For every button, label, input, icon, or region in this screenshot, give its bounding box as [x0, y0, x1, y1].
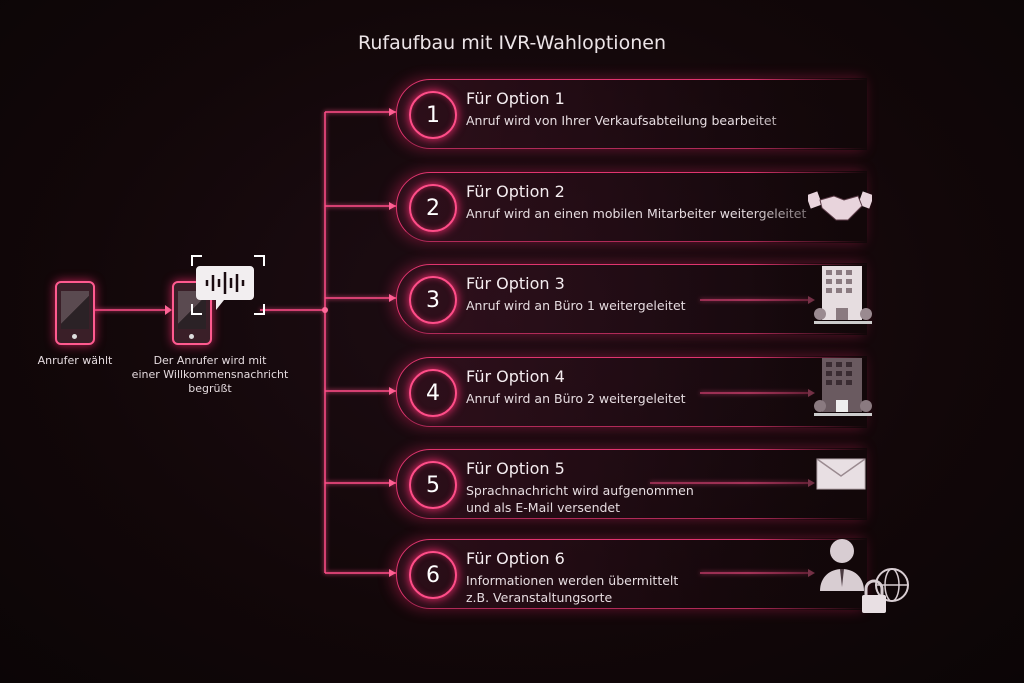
caller-label: Anrufer wählt: [37, 354, 113, 367]
option-description: Anruf wird an Büro 1 weitergeleitet: [466, 297, 686, 314]
option-description: Anruf wird von Ihrer Verkaufsabteilung b…: [466, 112, 776, 129]
option-title: Für Option 2: [466, 182, 565, 201]
option-card-4: 4 Für Option 4 Anruf wird an Büro 2 weit…: [396, 356, 867, 428]
handshake-icon: [808, 191, 872, 221]
option-description-line: Anruf wird an einen mobilen Mitarbeiter …: [466, 206, 807, 221]
option-card-1: 1 Für Option 1 Anruf wird von Ihrer Verk…: [396, 78, 867, 150]
option-number-badge: 5: [409, 461, 457, 509]
option-number-badge: 2: [409, 184, 457, 232]
voice-message-icon: [191, 255, 265, 315]
option-card-6: 6 Für Option 6 Informationen werden über…: [396, 538, 867, 610]
office-building-icon: [814, 358, 872, 416]
option-number-badge: 4: [409, 369, 457, 417]
option-description-line: Anruf wird von Ihrer Verkaufsabteilung b…: [466, 113, 777, 128]
option-number-badge: 3: [409, 276, 457, 324]
greeting-label-line: Der Anrufer wird mit: [153, 354, 267, 367]
option-description: Anruf wird an einen mobilen Mitarbeiter …: [466, 205, 806, 222]
option-description-line: und als E-Mail versendet: [466, 500, 621, 515]
greeting-label-line: begrüßt: [188, 382, 232, 395]
option-title: Für Option 6: [466, 549, 565, 568]
option-title: Für Option 1: [466, 89, 565, 108]
option-description: Sprachnachricht wird aufgenommen und als …: [466, 482, 694, 516]
person-globe-lock-icon: [820, 539, 909, 613]
greeting-label: Der Anrufer wird mit einer Willkommensna…: [125, 354, 295, 396]
option-title: Für Option 5: [466, 459, 565, 478]
option-description-line: Anruf wird an Büro 1 weitergeleitet: [466, 298, 686, 313]
option-description-line: Sprachnachricht wird aufgenommen: [466, 483, 694, 498]
option-description-line: Informationen werden übermittelt: [466, 573, 679, 588]
option-number-badge: 6: [409, 551, 457, 599]
page-title: Rufaufbau mit IVR-Wahloptionen: [358, 32, 666, 54]
option-description-line: Anruf wird an Büro 2 weitergeleitet: [466, 391, 686, 406]
greeting-label-line: einer Willkommensnachricht: [131, 368, 289, 381]
option-title: Für Option 3: [466, 274, 565, 293]
envelope-icon: [816, 458, 866, 490]
option-description: Informationen werden übermittelt z.B. Ver…: [466, 572, 678, 606]
caller-phone-icon: [55, 281, 95, 345]
option-title: Für Option 4: [466, 367, 565, 386]
option-card-2: 2 Für Option 2 Anruf wird an einen mobil…: [396, 171, 867, 243]
option-number-badge: 1: [409, 91, 457, 139]
office-building-icon: [814, 266, 872, 324]
option-description-line: z.B. Veranstaltungsorte: [466, 590, 613, 605]
option-description: Anruf wird an Büro 2 weitergeleitet: [466, 390, 686, 407]
option-card-3: 3 Für Option 3 Anruf wird an Büro 1 weit…: [396, 263, 867, 335]
option-card-5: 5 Für Option 5 Sprachnachricht wird aufg…: [396, 448, 867, 520]
